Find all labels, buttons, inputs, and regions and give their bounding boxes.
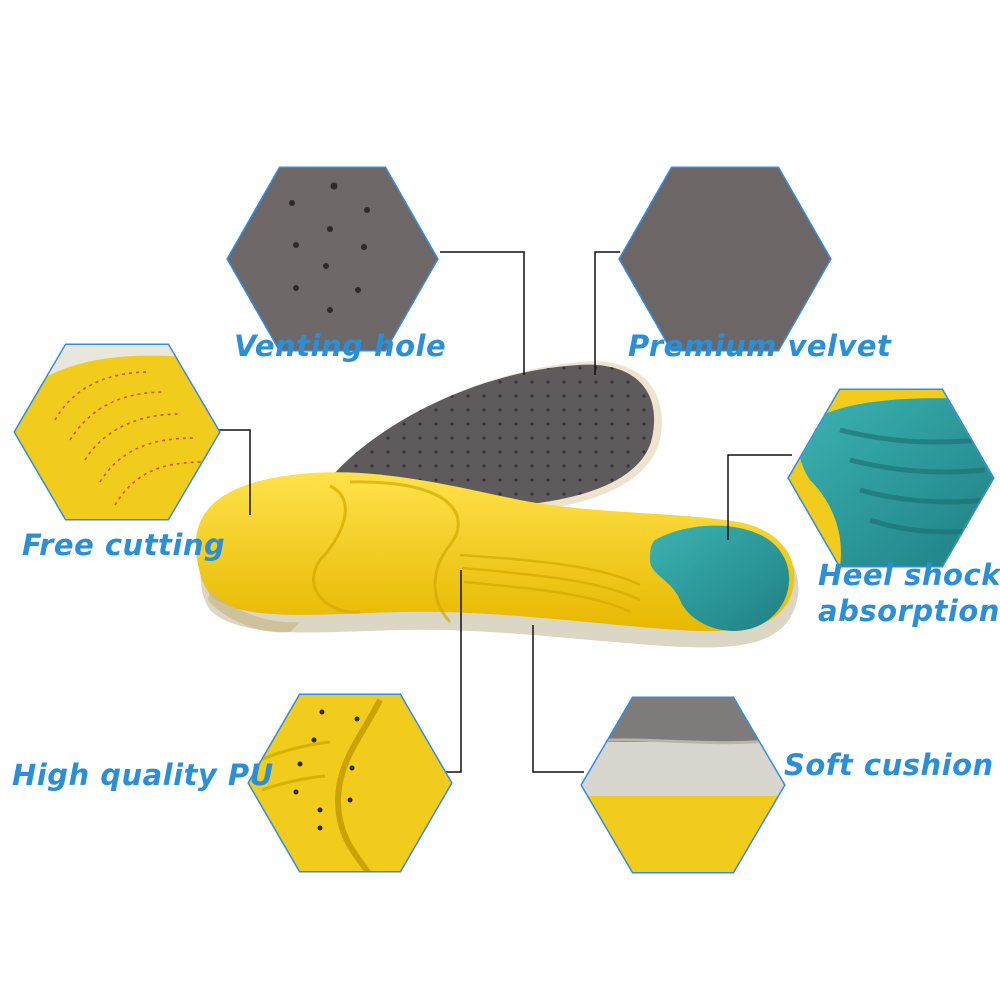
soft-cushion-label: Soft cushion [784,748,994,782]
premium-velvet-hexagon [618,166,832,352]
soft-cushion-hexagon [580,696,786,874]
heel-shock-hexagon [787,388,995,568]
heel-shock-label-line1: Heel shock [818,558,1000,592]
venting-hole-hexagon [226,166,439,352]
heel-shock-label-line2: absorption [818,594,1000,628]
heel-shock-absorption-label: Heel shock absorption [818,557,1000,629]
venting-hole-label: Venting hole [234,329,447,363]
back-insole [330,361,662,516]
high-quality-pu-label: High quality PU [12,758,274,792]
premium-velvet-label: Premium velvet [628,329,892,363]
free-cutting-hexagon [13,343,221,521]
front-insole [195,472,799,648]
high-quality-pu-hexagon [247,693,453,873]
free-cutting-label: Free cutting [22,528,226,562]
